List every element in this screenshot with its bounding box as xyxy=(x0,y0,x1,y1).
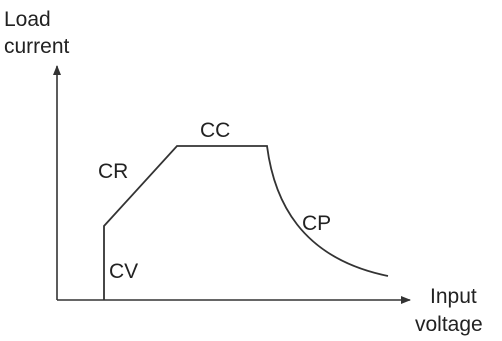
region-label-cr: CR xyxy=(98,160,128,183)
region-label-cc: CC xyxy=(200,119,230,142)
y-axis-title-line1: Load xyxy=(4,8,51,31)
region-label-cp: CP xyxy=(302,212,331,235)
x-axis-title-line2: voltage xyxy=(415,313,483,336)
y-axis-title-line2: current xyxy=(4,35,70,58)
x-axis-title-line1: Input xyxy=(430,285,477,308)
operating-curve xyxy=(103,145,389,300)
region-label-cv: CV xyxy=(109,260,138,283)
